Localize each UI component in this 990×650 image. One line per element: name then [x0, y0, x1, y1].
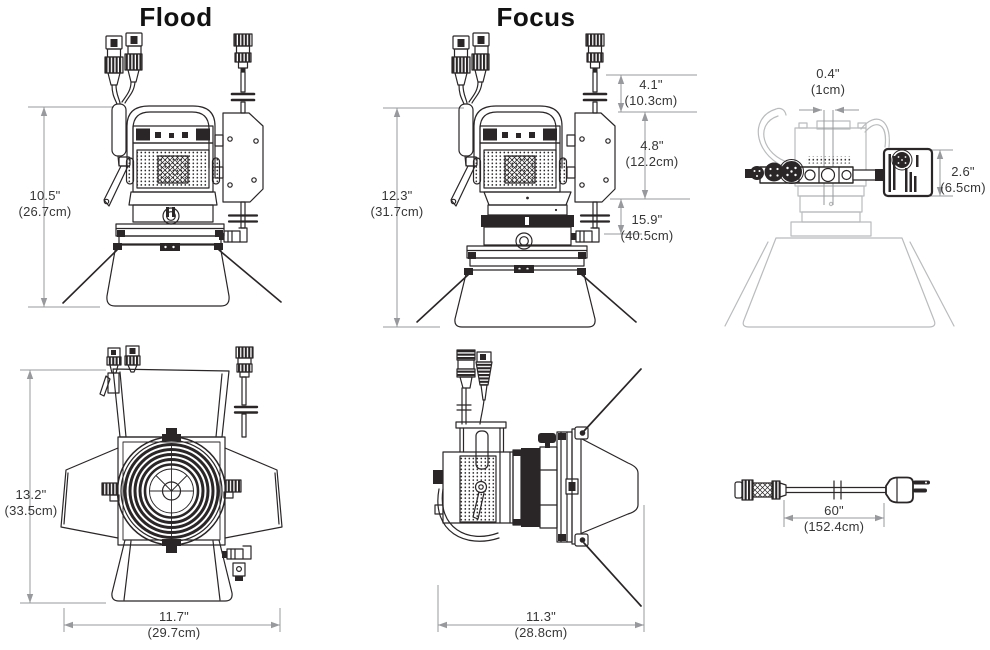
barndoor-front-view [60, 345, 283, 602]
dim-cable-length-in: 60" [824, 503, 844, 518]
dim-cable-length-cm: (152.4cm) [803, 519, 865, 534]
dim-focus-overall-height-in: 15.9" [631, 212, 663, 227]
top-view-ghost-body [724, 107, 955, 328]
flood-front-view [62, 32, 282, 307]
side-view [433, 349, 642, 607]
power-cable [734, 476, 930, 504]
dim-flood-height-cm: (26.7cm) [18, 204, 72, 219]
dim-focus-psu-height: 4.8" (12.2cm) [615, 138, 689, 170]
dim-focus-yoke-clearance-in: 4.1" [639, 77, 663, 92]
dim-focus-height-in: 12.3" [381, 188, 413, 203]
dim-flood-height-in: 10.5" [29, 188, 61, 203]
dim-focus-psu-height-cm: (12.2cm) [625, 154, 679, 169]
dim-top-psu-depth-cm: (6.5cm) [940, 180, 986, 195]
dim-top-psu-depth: 2.6" (6.5cm) [929, 164, 990, 196]
dim-barndoor-height-in: 13.2" [15, 487, 47, 502]
top-view-connector-panel [745, 147, 934, 198]
dim-barndoor-height-cm: (33.5cm) [4, 503, 58, 518]
dim-focus-height: 12.3" (31.7cm) [360, 188, 434, 220]
title-focus: Focus [496, 2, 576, 32]
dim-side-depth: 11.3" (28.8cm) [504, 609, 578, 641]
focus-front-view [416, 32, 637, 328]
dim-side-depth-in: 11.3" [526, 609, 556, 624]
dim-focus-yoke-clearance: 4.1" (10.3cm) [614, 77, 688, 109]
dim-barndoor-width: 11.7" (29.7cm) [137, 609, 211, 641]
dim-top-lens-offset-in: 0.4" [816, 66, 840, 81]
dim-top-psu-depth-in: 2.6" [951, 164, 975, 179]
dim-barndoor-height: 13.2" (33.5cm) [0, 487, 62, 519]
dim-focus-psu-height-in: 4.8" [640, 138, 664, 153]
dim-side-depth-cm: (28.8cm) [514, 625, 568, 640]
dim-barndoor-width-cm: (29.7cm) [147, 625, 201, 640]
dim-barndoor-width-in: 11.7" [159, 609, 189, 624]
title-flood: Flood [139, 2, 213, 32]
dim-cable-length: 60" (152.4cm) [797, 503, 871, 535]
dim-top-lens-offset-cm: (1cm) [810, 82, 846, 97]
dim-focus-overall-height-cm: (40.5cm) [620, 228, 674, 243]
dim-focus-yoke-clearance-cm: (10.3cm) [624, 93, 678, 108]
dim-flood-height: 10.5" (26.7cm) [8, 188, 82, 220]
dim-focus-height-cm: (31.7cm) [370, 204, 424, 219]
dim-top-lens-offset: 0.4" (1cm) [791, 66, 865, 98]
dim-focus-overall-height: 15.9" (40.5cm) [610, 212, 684, 244]
dimension-lines [20, 74, 953, 632]
